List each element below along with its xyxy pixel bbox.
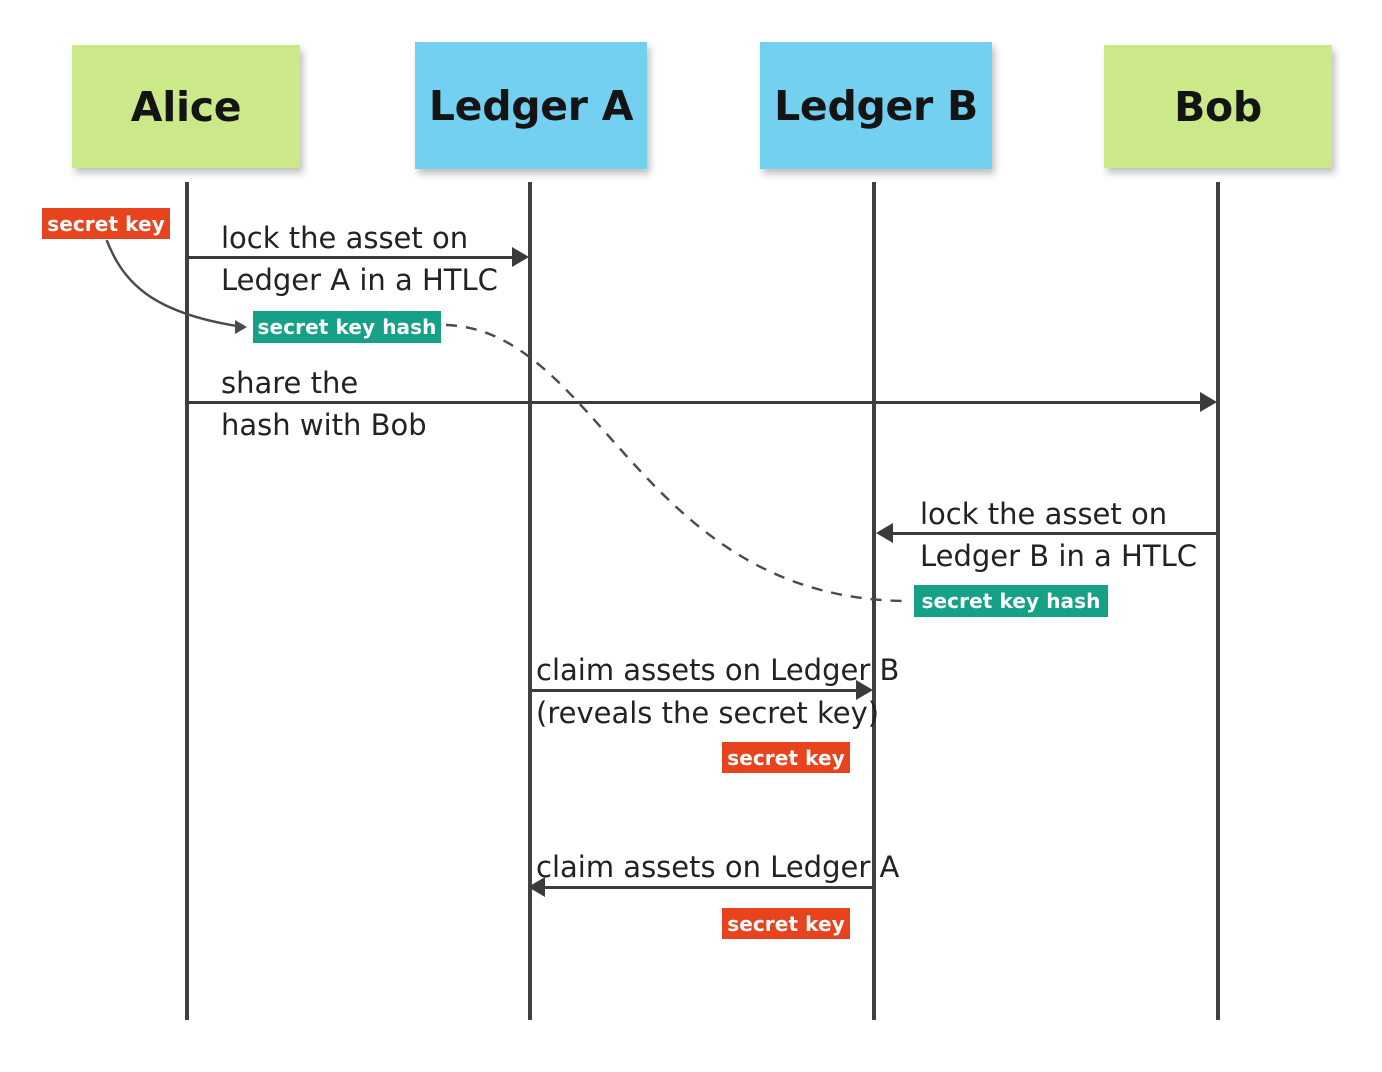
badge-label-claim-secret-key: secret key — [727, 911, 845, 936]
badge-hash-on-ledger-a[interactable]: secret key hash — [253, 311, 441, 343]
actor-label-ledger-a: Ledger A — [428, 81, 634, 130]
badge-label-revealed-secret-key: secret key — [727, 745, 845, 770]
message-label-lock-ledger-b-line1: lock the asset on — [920, 497, 1168, 531]
arrow-head-claim-ledger-a — [528, 877, 545, 897]
message-line-lock-ledger-a — [187, 256, 524, 259]
arrow-head-share-hash — [1200, 392, 1217, 412]
message-line-claim-ledger-a — [542, 886, 872, 889]
badge-hash-on-ledger-b[interactable]: secret key hash — [914, 585, 1108, 617]
actor-box-alice[interactable]: Alice — [72, 45, 300, 168]
message-label-claim-ledger-b-line2: (reveals the secret key) — [536, 696, 880, 730]
message-label-lock-ledger-a-line2: Ledger A in a HTLC — [221, 263, 498, 297]
connector-secret-key-to-hash — [105, 239, 239, 328]
actor-box-ledger-a[interactable]: Ledger A — [415, 42, 647, 169]
badge-label-hash-on-ledger-a: secret key hash — [257, 315, 437, 339]
message-line-lock-ledger-b — [890, 532, 1216, 535]
badge-claim-secret-key[interactable]: secret key — [722, 908, 850, 939]
actor-box-ledger-b[interactable]: Ledger B — [760, 42, 992, 169]
badge-label-hash-on-ledger-b: secret key hash — [921, 589, 1101, 613]
message-label-share-hash-line2: hash with Bob — [221, 408, 427, 442]
arrow-head-secret-key-to-hash — [235, 320, 247, 334]
message-label-claim-ledger-b-line1: claim assets on Ledger B — [536, 653, 900, 687]
message-label-claim-ledger-a-line1: claim assets on Ledger A — [536, 850, 900, 884]
actor-label-alice: Alice — [130, 82, 242, 131]
arrow-head-claim-ledger-b — [856, 680, 873, 700]
arrow-head-lock-ledger-a — [512, 247, 529, 267]
lifeline-bob — [1216, 182, 1220, 1020]
arrow-head-lock-ledger-b — [876, 523, 893, 543]
connector-hash-a-to-hash-b — [445, 323, 909, 603]
message-label-share-hash-line1: share the — [221, 366, 359, 400]
message-line-share-hash — [187, 401, 1212, 404]
actor-label-bob: Bob — [1174, 82, 1262, 131]
actor-box-bob[interactable]: Bob — [1104, 45, 1332, 168]
badge-label-alice-secret-key: secret key — [47, 211, 165, 236]
badge-alice-secret-key[interactable]: secret key — [42, 208, 170, 239]
actor-label-ledger-b: Ledger B — [774, 81, 978, 130]
badge-revealed-secret-key[interactable]: secret key — [722, 742, 850, 773]
lifeline-alice — [185, 182, 189, 1020]
message-label-lock-ledger-a-line1: lock the asset on — [221, 221, 469, 255]
lifeline-ledger-b — [872, 182, 876, 1020]
message-line-claim-ledger-b — [530, 689, 868, 692]
message-label-lock-ledger-b-line2: Ledger B in a HTLC — [920, 539, 1197, 573]
